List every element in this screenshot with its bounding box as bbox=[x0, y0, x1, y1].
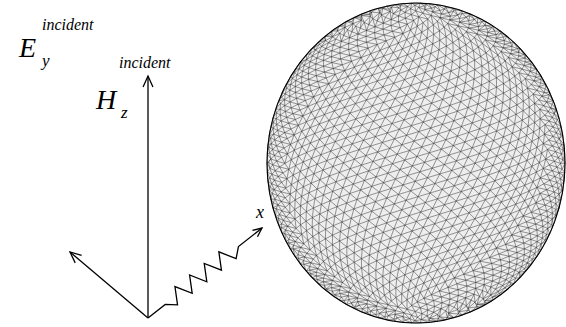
axis-label: x bbox=[256, 203, 264, 221]
arrow-head bbox=[252, 228, 262, 237]
e-field-axis bbox=[70, 252, 148, 318]
h-field-axis bbox=[147, 76, 148, 318]
superscript: incident bbox=[42, 17, 94, 33]
field-symbol: E bbox=[19, 34, 36, 62]
superscript: incident bbox=[119, 55, 171, 71]
triangle-mesh bbox=[267, 3, 565, 323]
meshed-sphere bbox=[267, 3, 565, 323]
subscript: z bbox=[121, 104, 128, 121]
field-symbol: H bbox=[96, 86, 116, 114]
field-axes bbox=[70, 76, 262, 318]
sphere-fill bbox=[267, 3, 565, 323]
arrow-head bbox=[70, 252, 82, 263]
wave-zigzag bbox=[148, 228, 262, 318]
arrow-head bbox=[143, 76, 153, 87]
sphere-outline bbox=[267, 3, 565, 323]
subscript: y bbox=[42, 52, 50, 69]
